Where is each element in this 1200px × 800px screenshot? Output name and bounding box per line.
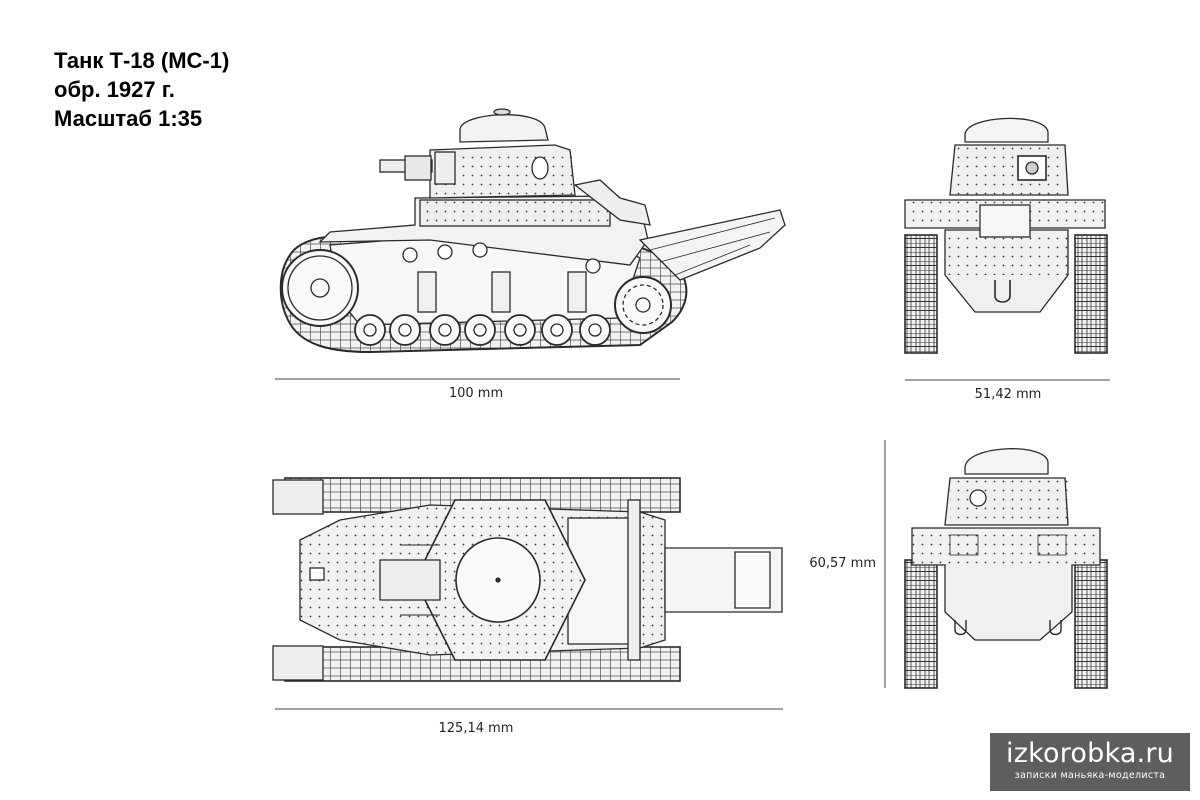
front-view (904, 117, 1108, 354)
side-suspension (417, 271, 587, 313)
side-sprocket (614, 276, 672, 334)
drawing-title: Танк Т-18 (МС-1) обр. 1927 г. Масштаб 1:… (54, 46, 229, 133)
side-tail (638, 209, 786, 281)
rear-track-left (904, 559, 938, 689)
side-road-wheels (354, 314, 611, 346)
dim-label-top-length: 125,14 mm (439, 721, 514, 736)
title-model-year: обр. 1927 г. (54, 77, 175, 102)
dim-label-front-width: 51,42 mm (975, 387, 1042, 402)
watermark-site: izkorobka.ru (1006, 738, 1174, 769)
side-idler-wheel (281, 249, 359, 327)
side-view (279, 108, 786, 354)
dim-label-side-length: 100 mm (449, 386, 503, 401)
top-view (272, 477, 783, 682)
side-return-rollers (402, 242, 601, 274)
front-turret-dome (964, 117, 1049, 143)
title-tank-name: Танк Т-18 (МС-1) (54, 48, 230, 73)
rear-view (904, 448, 1108, 689)
rear-turret-dome (964, 448, 1049, 475)
front-mg-port (1017, 155, 1047, 181)
dim-label-height: 60,57 mm (809, 556, 876, 571)
side-turret-dome (459, 114, 549, 143)
front-track-left (904, 234, 938, 354)
dimension-lines (275, 378, 1110, 710)
front-track-right (1074, 234, 1108, 354)
watermark-logo: izkorobka.ru записки маньяка-моделиста (990, 733, 1190, 791)
watermark-tagline: записки маньяка-моделиста (1014, 770, 1166, 781)
rear-track-right (1074, 559, 1108, 689)
title-scale: Масштаб 1:35 (54, 106, 203, 131)
